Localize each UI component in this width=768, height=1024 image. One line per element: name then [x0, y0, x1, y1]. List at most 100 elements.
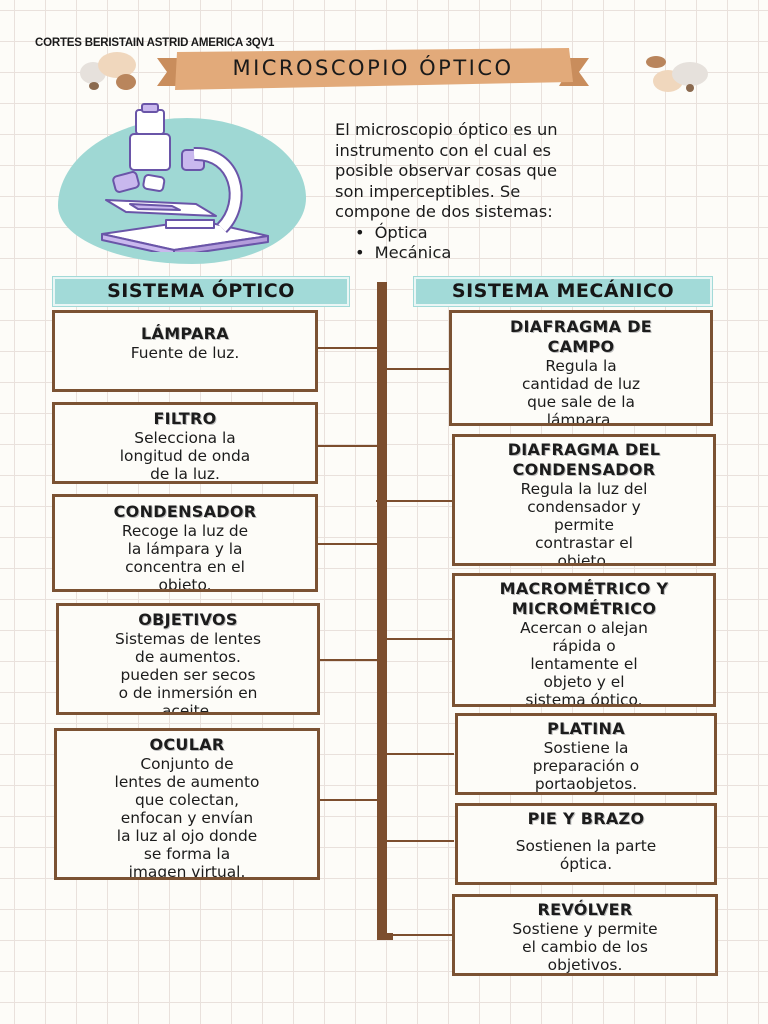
card-text: longitud de onda: [119, 447, 251, 465]
intro-line: compone de dos sistemas:: [335, 202, 553, 221]
systems-list: Óptica Mecánica: [355, 223, 715, 264]
card-text: sistema óptico.: [525, 691, 643, 707]
card-title: CONDENSADOR: [512, 460, 656, 479]
intro-text: El microscopio óptico es un instrumento …: [335, 120, 715, 264]
card-text: permite: [553, 516, 615, 534]
title-banner: MICROSCOPIO ÓPTICO: [157, 46, 589, 94]
card-title: CONDENSADOR: [113, 502, 257, 521]
connector-line: [386, 368, 450, 370]
card-text: óptica.: [559, 855, 613, 873]
connector-line: [316, 659, 378, 661]
card-text: que colectan,: [134, 791, 240, 809]
decorative-dot: [98, 52, 136, 78]
card-text: la luz al ojo donde: [116, 827, 258, 845]
card-text: Fuente de luz.: [130, 344, 240, 362]
card-revolver: REVÓLVER Sostiene y permite el cambio de…: [452, 894, 718, 976]
card-text: objeto y el: [543, 673, 625, 691]
card-title: PLATINA: [547, 719, 625, 738]
card-text: Acercan o alejan: [520, 619, 648, 637]
card-title: DIAFRAGMA DEL: [507, 440, 661, 459]
list-item: Óptica: [355, 223, 715, 244]
connector-line: [386, 934, 454, 936]
card-text: concentra en el: [125, 558, 245, 576]
list-item: Mecánica: [355, 243, 715, 264]
card-title: DIAFRAGMA DE: [509, 317, 653, 336]
decorative-dot: [89, 82, 99, 90]
card-text: lámpara.: [546, 411, 616, 426]
card-text: el cambio de los: [522, 938, 648, 956]
decorative-dot: [672, 62, 708, 86]
decorative-dot: [686, 84, 694, 92]
connector-line: [316, 347, 378, 349]
card-pie-brazo: PIE Y BRAZO Sostienen la parte óptica.: [455, 803, 717, 885]
card-text: preparación o: [532, 757, 640, 775]
card-text: de la luz.: [150, 465, 220, 483]
microscope-icon: [101, 103, 269, 252]
timeline-spine-cap: [377, 933, 393, 940]
connector-line: [376, 500, 454, 502]
card-text: cantidad de luz: [521, 375, 641, 393]
intro-line: instrumento con el cual es: [335, 140, 552, 160]
intro-line: posible observar cosas que: [335, 161, 558, 180]
card-text: rápida o: [552, 637, 616, 655]
card-ocular: OCULAR Conjunto de lentes de aumento que…: [54, 728, 320, 880]
connector-line: [316, 445, 378, 447]
card-platina: PLATINA Sostiene la preparación o portao…: [455, 713, 717, 795]
card-text: imagen virtual.: [128, 863, 246, 880]
card-text: Sostiene y permite: [512, 920, 658, 938]
card-text: contrastar el: [535, 534, 633, 552]
connector-line: [386, 638, 454, 640]
card-filtro: FILTRO Selecciona la longitud de onda de…: [52, 402, 318, 484]
card-condensador: CONDENSADOR Recoge la luz de la lámpara …: [52, 494, 318, 592]
card-text: que sale de la: [527, 393, 635, 411]
author-name: CORTES BERISTAIN ASTRID AMERICA 3QV1: [35, 37, 275, 49]
card-title: FILTRO: [153, 409, 217, 428]
card-title: MICROMÉTRICO: [511, 599, 657, 618]
card-text: Recoge la luz de: [121, 522, 249, 540]
ribbon-shape: [157, 48, 589, 90]
card-diafragma-campo: DIAFRAGMA DE CAMPO Regula la cantidad de…: [449, 310, 713, 426]
timeline-spine: [377, 282, 387, 940]
card-text: la lámpara y la: [127, 540, 243, 558]
card-title: PIE Y BRAZO: [527, 809, 645, 828]
page-title: MICROSCOPIO ÓPTICO: [232, 56, 514, 80]
card-text: enfocan y envían: [120, 809, 254, 827]
mecanico-header: SISTEMA MECÁNICO: [414, 277, 712, 306]
connector-line: [386, 753, 454, 755]
card-lampara: LÁMPARA Fuente de luz.: [52, 310, 318, 392]
decorative-dot: [646, 56, 666, 68]
card-text: Selecciona la: [134, 429, 236, 447]
connector-line: [386, 840, 454, 842]
card-text: pueden ser secos: [120, 666, 256, 684]
card-text: aceite.: [161, 702, 215, 715]
card-title: LÁMPARA: [141, 324, 229, 343]
card-title: CAMPO: [547, 337, 615, 356]
card-text: se forma la: [143, 845, 231, 863]
card-text: Regula la: [545, 357, 617, 375]
card-title: MACROMÉTRICO Y: [499, 579, 669, 598]
connector-line: [316, 543, 378, 545]
card-text: condensador y: [527, 498, 641, 516]
card-text: portaobjetos.: [534, 775, 638, 793]
connector-line: [316, 799, 378, 801]
card-text: objeto.: [158, 576, 212, 592]
card-objetivos: OBJETIVOS Sistemas de lentes de aumentos…: [56, 603, 320, 715]
decorative-dot: [116, 74, 136, 90]
intro-line: son imperceptibles. Se: [335, 181, 521, 201]
card-macrometrico: MACROMÉTRICO Y MICROMÉTRICO Acercan o al…: [452, 573, 716, 707]
card-text: Sistemas de lentes: [114, 630, 262, 648]
card-diafragma-condensador: DIAFRAGMA DEL CONDENSADOR Regula la luz …: [452, 434, 716, 566]
card-text: Sostiene la: [543, 739, 629, 757]
intro-line: El microscopio óptico es un: [335, 120, 558, 139]
card-text: de aumentos.: [135, 648, 241, 666]
card-text: Sostienen la parte: [515, 837, 657, 855]
card-text: objeto.: [557, 552, 611, 566]
card-text: o de inmersión en: [118, 684, 258, 702]
card-text: objetivos.: [547, 956, 623, 974]
card-title: OBJETIVOS: [138, 610, 238, 629]
card-title: REVÓLVER: [537, 900, 633, 919]
optico-header: SISTEMA ÓPTICO: [53, 277, 349, 306]
card-text: Conjunto de: [140, 755, 234, 773]
card-text: lentes de aumento: [114, 773, 260, 791]
card-text: lentamente el: [530, 655, 638, 673]
